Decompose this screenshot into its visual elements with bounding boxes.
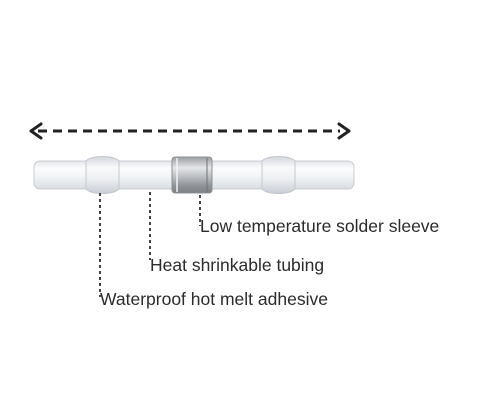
label-solder-sleeve: Low temperature solder sleeve [200,216,439,236]
dimension-arrow-right-head [337,122,351,140]
label-hot-melt-adhesive: Waterproof hot melt adhesive [100,289,328,309]
adhesive-ring-right [261,156,296,194]
solder-sleeve-connector [33,156,355,194]
length-dimension-arrow [29,122,351,140]
callout-leaders [99,192,201,297]
solder-band [171,156,213,194]
dimension-arrow-left-head [29,122,43,140]
label-heat-shrink-tubing: Heat shrinkable tubing [150,255,324,275]
adhesive-ring-left [85,156,120,194]
